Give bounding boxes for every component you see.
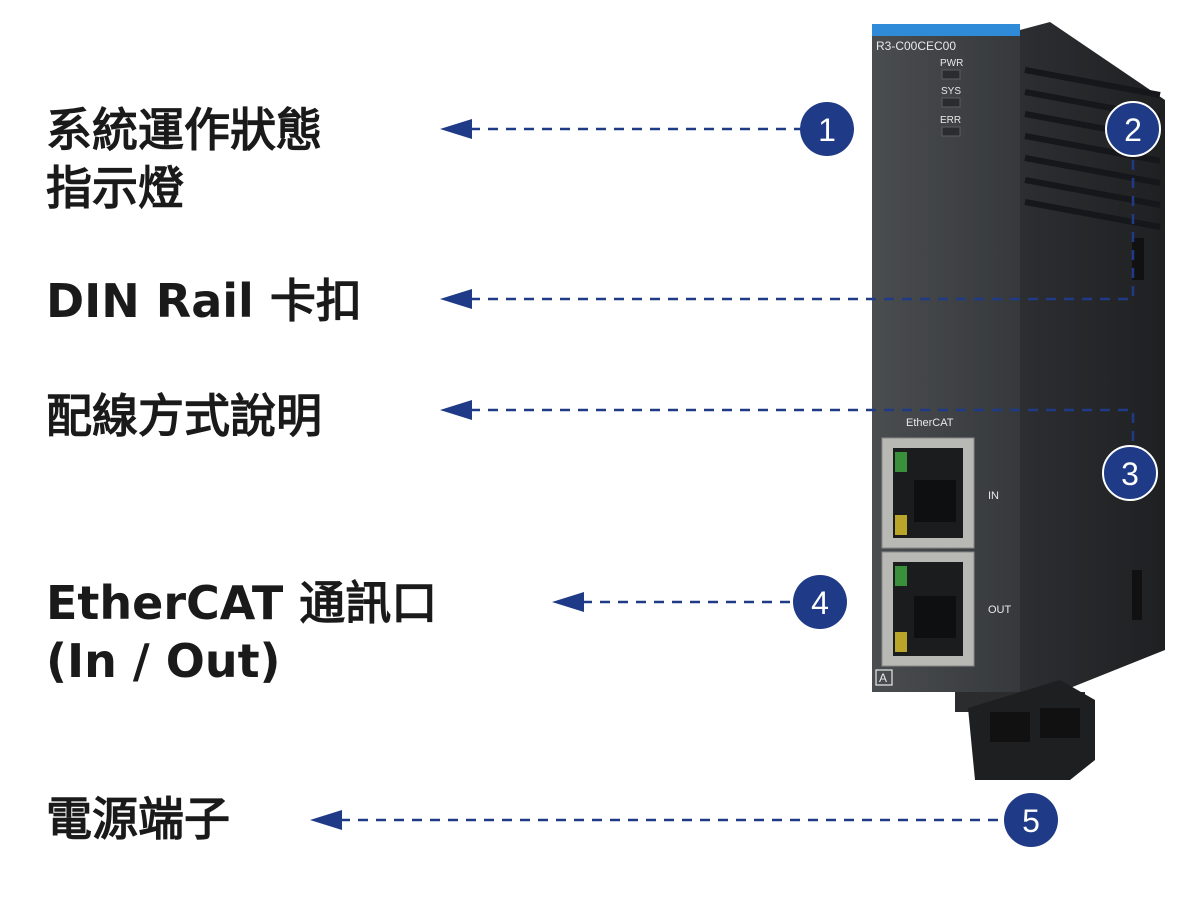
label-ethercat-ports: EtherCAT 通訊口 (In / Out) [46, 574, 437, 690]
label-wiring-instructions: 配線方式說明 [46, 387, 322, 445]
label-power-terminal: 電源端子 [46, 790, 230, 848]
activity-led-yellow [895, 515, 907, 535]
rj45-opening [914, 596, 956, 638]
side-latch [1132, 570, 1142, 620]
label-line: 系統運作狀態 [46, 103, 322, 157]
rj45-opening [914, 480, 956, 522]
label-din-rail-clip: DIN Rail 卡扣 [46, 272, 362, 330]
ethercat-port-label: EtherCAT [906, 417, 954, 429]
label-line: 配線方式說明 [46, 389, 322, 443]
bottom-mark: A [879, 671, 887, 685]
led-label-err: ERR [940, 115, 961, 126]
label-line: 電源端子 [46, 792, 230, 846]
callout-badge-3: 3 [1102, 445, 1158, 501]
din-rail-clip [1132, 238, 1144, 280]
label-line: EtherCAT 通訊口 [46, 576, 438, 630]
leader-line-3 [470, 408, 1135, 450]
device-top-stripe [872, 24, 1020, 36]
ethercat-port-out [881, 551, 975, 667]
leader-lines [340, 127, 1135, 822]
terminal-screw-slot [990, 712, 1030, 742]
label-status-indicator: 系統運作狀態 指示燈 [46, 101, 322, 217]
badge-number: 3 [1121, 456, 1139, 492]
link-led-green [895, 566, 907, 586]
badge-number: 4 [811, 585, 829, 621]
arrowhead-4 [552, 592, 584, 612]
leader-line-2 [470, 148, 1135, 301]
label-line: 指示燈 [46, 161, 184, 215]
callout-badge-4: 4 [793, 575, 847, 629]
callout-badge-5: 5 [1004, 793, 1058, 847]
led-pwr [941, 69, 961, 80]
activity-led-yellow [895, 632, 907, 652]
model-name: R3-C00CEC00 [876, 39, 956, 53]
arrowhead-1 [440, 119, 472, 139]
badge-number: 5 [1022, 803, 1040, 839]
link-led-green [895, 452, 907, 472]
led-err [941, 126, 961, 137]
arrowheads [310, 119, 584, 830]
device-side-panel [1020, 22, 1165, 700]
terminal-screw-slot [1040, 708, 1080, 738]
led-sys [941, 97, 961, 108]
port-out-label: OUT [988, 604, 1012, 616]
port-in-label: IN [988, 490, 999, 502]
power-terminal-block [955, 680, 1095, 780]
callout-badge-2: 2 [1105, 101, 1161, 157]
callout-badge-1: 1 [800, 102, 854, 156]
arrowhead-2 [440, 289, 472, 309]
led-label-sys: SYS [941, 86, 961, 97]
arrowhead-3 [440, 400, 472, 420]
arrowhead-5 [310, 810, 342, 830]
led-label-pwr: PWR [940, 58, 963, 69]
device-module: R3-C00CEC00 PWR SYS ERR EtherCAT IN OUT [872, 22, 1165, 780]
badge-number: 1 [818, 112, 836, 148]
terminal-plug [968, 680, 1095, 780]
bottom-mark-box [875, 669, 893, 686]
label-line: DIN Rail 卡扣 [46, 274, 362, 328]
label-line: (In / Out) [46, 634, 281, 688]
ethercat-port-in [881, 437, 975, 549]
badge-number: 2 [1124, 112, 1142, 148]
